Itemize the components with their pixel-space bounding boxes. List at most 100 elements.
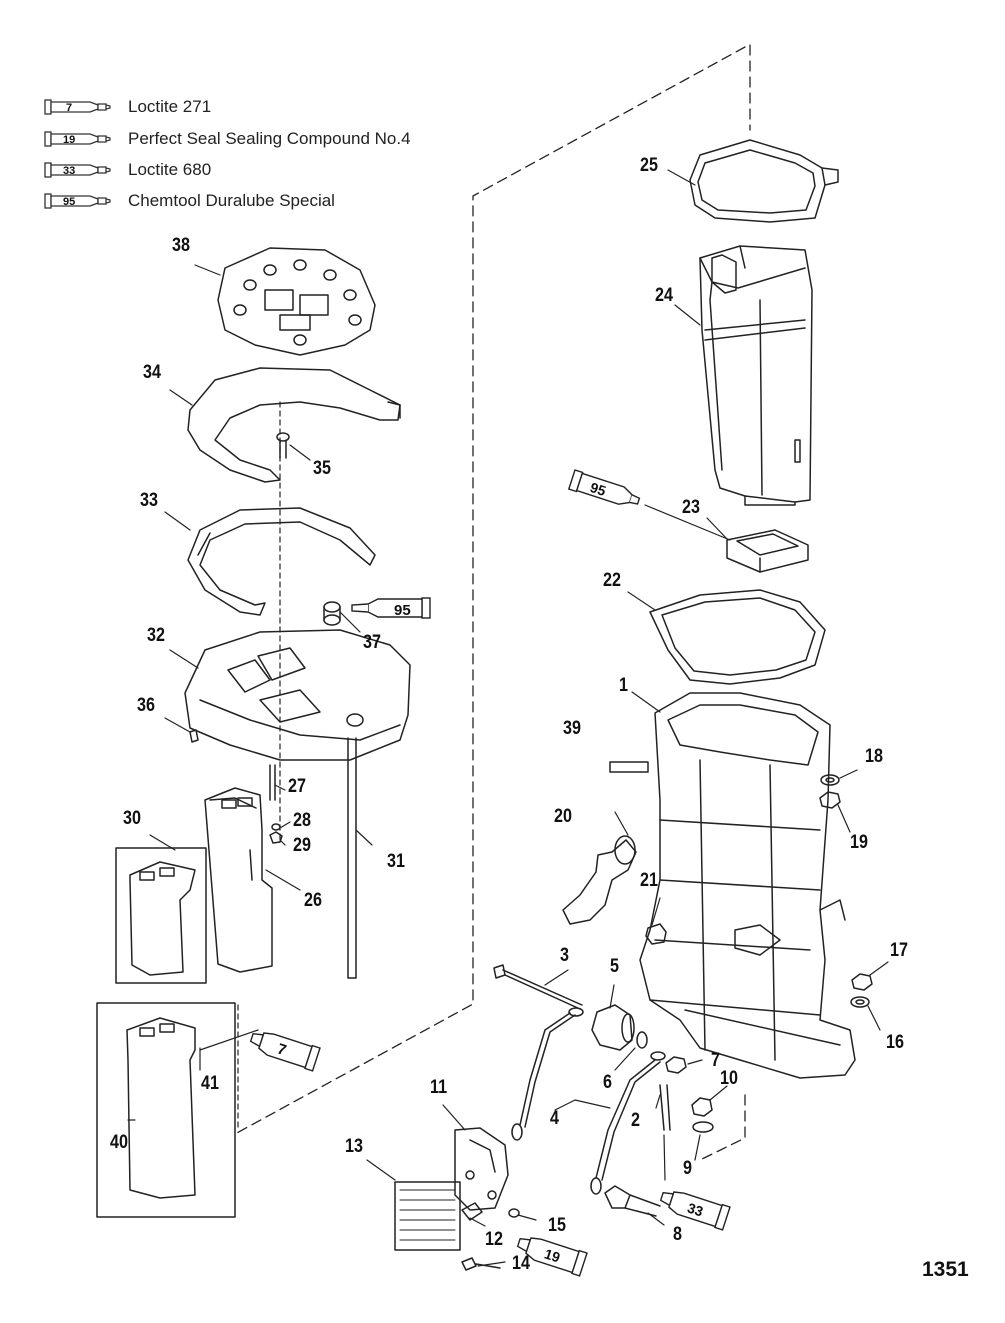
dashed-boundary xyxy=(234,44,751,1161)
sealant-tube-icon: 33 xyxy=(44,162,111,178)
tube-code: 33 xyxy=(685,1199,705,1219)
callout-17: 17 xyxy=(890,940,908,961)
callout-12: 12 xyxy=(485,1229,503,1250)
callout-5: 5 xyxy=(610,956,619,977)
tube-95-lower xyxy=(351,597,431,619)
part-20-hose xyxy=(562,835,637,925)
callout-9: 9 xyxy=(683,1158,692,1179)
callout-36: 36 xyxy=(137,695,155,716)
tube-7: 7 xyxy=(249,1032,321,1072)
callout-33: 33 xyxy=(140,490,158,511)
tube-code: 95 xyxy=(394,602,411,619)
sealant-tube-icon: 95 xyxy=(44,193,111,209)
part-11-bracket xyxy=(454,1127,509,1211)
callout-20: 20 xyxy=(554,806,572,827)
callout-6: 6 xyxy=(603,1072,612,1093)
part-23-seal xyxy=(726,529,809,573)
legend-label: Loctite 680 xyxy=(128,160,212,179)
legend-row-7: 7 Loctite 271 xyxy=(44,95,211,119)
part-12-screw xyxy=(461,1202,483,1221)
sealant-tube-icon: 19 xyxy=(44,131,111,147)
part-9-washer xyxy=(692,1121,714,1133)
part-36-dowel xyxy=(189,729,199,743)
callout-14: 14 xyxy=(512,1253,530,1274)
part-3-bolt xyxy=(493,964,583,1010)
callout-22: 22 xyxy=(603,570,621,591)
callout-23: 23 xyxy=(682,497,700,518)
callout-40: 40 xyxy=(110,1132,128,1153)
part-14-screw xyxy=(461,1257,501,1271)
tube-code: 95 xyxy=(588,479,608,499)
callout-28: 28 xyxy=(293,810,311,831)
callout-10: 10 xyxy=(720,1068,738,1089)
sealant-tube-icon: 7 xyxy=(44,99,111,115)
part-8-bolt xyxy=(604,1185,661,1217)
part-31-tube xyxy=(347,737,357,979)
part-35-screw xyxy=(276,432,290,459)
callout-37: 37 xyxy=(363,632,381,653)
part-40-boxed-tube xyxy=(96,1002,236,1218)
callout-31: 31 xyxy=(387,851,405,872)
part-1-housing xyxy=(639,692,856,1079)
part-38-gasket xyxy=(217,247,376,356)
callout-41: 41 xyxy=(201,1073,219,1094)
part-24-liner xyxy=(699,245,813,506)
part-34-ring xyxy=(187,367,401,483)
part-19-nut xyxy=(819,791,841,809)
part-10-nut xyxy=(691,1097,713,1117)
legend-row-95: 95 Chemtool Duralube Special xyxy=(44,189,335,213)
tube-code: 19 xyxy=(542,1245,562,1265)
part-39-decal xyxy=(609,761,649,773)
part-17-nut xyxy=(851,973,873,991)
part-5-mount xyxy=(591,1004,635,1051)
legend-label: Perfect Seal Sealing Compound No.4 xyxy=(128,129,411,148)
legend-code: 7 xyxy=(66,102,72,114)
part-6-washer xyxy=(636,1031,648,1049)
tube-95-upper: 95 xyxy=(567,469,641,505)
legend-row-19: 19 Perfect Seal Sealing Compound No.4 xyxy=(44,127,411,151)
part-4-ground-straps xyxy=(511,1007,666,1195)
part-21-fitting xyxy=(645,923,667,945)
callout-39: 39 xyxy=(563,718,581,739)
part-2-stud xyxy=(659,1084,671,1131)
part-33-seal xyxy=(187,507,376,616)
part-37-plug xyxy=(323,601,341,626)
part-7-nut xyxy=(665,1056,687,1074)
callout-11: 11 xyxy=(430,1077,448,1098)
callout-13: 13 xyxy=(345,1136,363,1157)
part-29-nut xyxy=(269,831,283,844)
legend-label: Chemtool Duralube Special xyxy=(128,191,335,210)
callout-3: 3 xyxy=(560,945,569,966)
part-13-anode xyxy=(394,1181,461,1251)
callout-15: 15 xyxy=(548,1215,566,1236)
part-22-gasket xyxy=(649,589,826,685)
callout-24: 24 xyxy=(655,285,673,306)
part-28-washer xyxy=(271,823,281,831)
legend-code: 19 xyxy=(63,134,75,146)
part-15-nut xyxy=(508,1208,520,1218)
callout-leaders xyxy=(127,169,889,1267)
callout-21: 21 xyxy=(640,870,658,891)
callout-34: 34 xyxy=(143,362,161,383)
tube-33: 33 xyxy=(659,1191,731,1231)
callout-2: 2 xyxy=(631,1110,640,1131)
callout-26: 26 xyxy=(304,890,322,911)
callout-38: 38 xyxy=(172,235,190,256)
tube-19: 19 xyxy=(516,1237,588,1277)
callout-18: 18 xyxy=(865,746,883,767)
figure-number: 1351 xyxy=(922,1258,969,1281)
callout-25: 25 xyxy=(640,155,658,176)
part-18-washer xyxy=(820,774,840,786)
callout-1: 1 xyxy=(619,675,628,696)
part-16-washer xyxy=(850,996,870,1008)
callout-16: 16 xyxy=(886,1032,904,1053)
callout-29: 29 xyxy=(293,835,311,856)
part-26-exhaust-tube xyxy=(204,787,273,973)
callout-7: 7 xyxy=(711,1050,720,1071)
part-25-gasket xyxy=(689,139,839,223)
callout-19: 19 xyxy=(850,832,868,853)
callout-30: 30 xyxy=(123,808,141,829)
callout-4: 4 xyxy=(550,1108,559,1129)
